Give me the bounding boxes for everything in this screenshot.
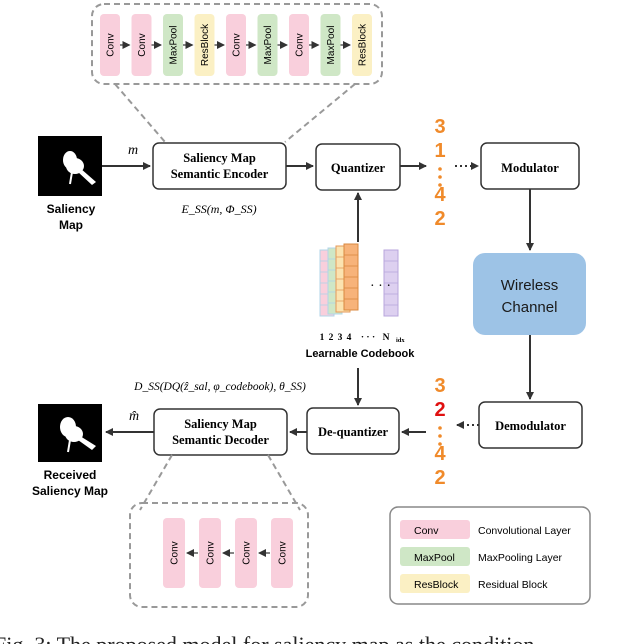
legend-swatch [400,547,470,566]
sequence-index: 4 [434,184,446,206]
codebook-index-label: 4 [347,333,352,343]
encoder-layer-label: Conv [106,33,117,56]
decoder-formula: D_SS(DQ(ẑ_sal, φ_codebook), θ_SS) [133,381,306,393]
sequence-index: 2 [434,467,445,489]
codebook-label: Learnable Codebook [306,348,416,360]
encoder-zoom-line-right [284,83,356,143]
encoder-title-line2: Semantic Encoder [171,167,269,181]
decoder-block [153,408,288,456]
encoder-layer-conv [289,14,309,76]
encoder-layer-label: ResBlock [358,23,369,66]
encoder-layer-label: MaxPool [326,26,337,65]
encoder-layer-label: MaxPool [263,26,274,65]
decoder-zoom-line-left [139,454,173,511]
bird-silhouette-output [60,417,96,453]
legend-swatch [400,520,470,539]
encoder-layer-maxpool [320,14,341,76]
sequence-index: 2 [434,399,445,421]
encoder-layer-maxpool [163,14,183,76]
sequence-index: 3 [434,375,445,397]
encoder-layer-resblock [352,14,372,76]
legend-swatch [400,574,470,593]
sequence-dot [438,426,442,430]
encoder-layer-label: MaxPool [169,26,180,65]
codebook-ellipsis: · · · [370,279,391,294]
legend-box [389,506,591,605]
encoder-zoom-line-left [114,83,166,143]
legend-tag: ResBlock [414,579,459,591]
dequantizer-label: De-quantizer [318,425,389,439]
encoder-layer-label: Conv [137,33,148,56]
legend-description: Residual Block [478,579,548,591]
bird-silhouette-input [63,151,96,185]
decoder-title-line1: Saliency Map [184,417,257,431]
output-label-line2: Saliency Map [32,484,108,498]
sequence-dot [438,175,442,179]
encoder-detail-box [91,3,383,85]
output-symbol: m̂ [129,409,139,424]
sequence-index: 2 [434,208,445,230]
encoder-layer-conv [131,14,152,76]
encoder-formula: E_SS(m, Φ_SS) [180,202,256,216]
transmitted-index-sequence: 31 42 [434,116,446,230]
decoder-layer-label: Conv [242,541,253,564]
encoder-layer-resblock [194,14,215,76]
decoder-layer-conv [199,518,221,588]
channel-label-line2: Channel [502,299,558,316]
encoder-layer-label: Conv [232,33,243,56]
encoder-layer-label: Conv [295,33,306,56]
quantizer-label: Quantizer [331,161,386,175]
sequence-dot [438,183,442,187]
decoder-detail-box [129,502,309,608]
codebook-index-label: N [383,333,390,343]
input-symbol: m [128,143,138,158]
sequence-index: 1 [434,140,445,162]
decoder-layer-conv [235,518,257,588]
learnable-codebook [319,243,399,317]
decoder-layer-label: Conv [206,541,217,564]
sequence-index: 4 [434,443,446,465]
codebook-index-label: 2 [329,333,334,343]
sequence-dot [438,434,442,438]
input-label-line1: Saliency [47,202,96,216]
channel-label-line1: Wireless [501,277,559,294]
legend-tag: MaxPool [414,552,455,564]
figure-caption: Fig. 3: The proposed model for saliency … [0,632,534,644]
legend-tag: Conv [414,525,439,537]
decoder-title-line2: Semantic Decoder [172,433,269,447]
legend-description: MaxPooling Layer [478,552,563,564]
decoder-layer-label: Conv [278,541,289,564]
decoder-layers: Conv Conv Conv Conv [163,518,293,588]
modulator-label: Modulator [501,161,559,175]
sequence-dot [438,442,442,446]
encoder-layer-maxpool [257,14,278,76]
encoder-title-line1: Saliency Map [183,151,256,165]
encoder-layers: Conv Conv MaxPool ResBlock Conv MaxPool Conv Ma… [100,14,372,76]
legend-description: Convolutional Layer [478,525,571,537]
encoder-block [152,142,287,190]
encoder-layer-conv [100,14,120,76]
decoder-layer-label: Conv [170,541,181,564]
codebook-index-label: 1 [320,333,325,343]
encoder-layer-conv [226,14,246,76]
codebook-index-label: · · · [361,333,375,343]
codebook-index-label: 3 [338,333,343,343]
encoder-layer-label: ResBlock [200,23,211,66]
demodulator-label: Demodulator [495,419,566,433]
wireless-channel-block [473,253,586,335]
input-label-line2: Map [59,218,83,232]
sequence-dot [438,167,442,171]
decoder-zoom-line-right [267,454,301,511]
output-label-line1: Received [44,468,97,482]
codebook-index-subscript: idx [396,337,405,344]
decoder-layer-conv [271,518,293,588]
sequence-index: 3 [434,116,445,138]
decoder-layer-conv [163,518,185,588]
